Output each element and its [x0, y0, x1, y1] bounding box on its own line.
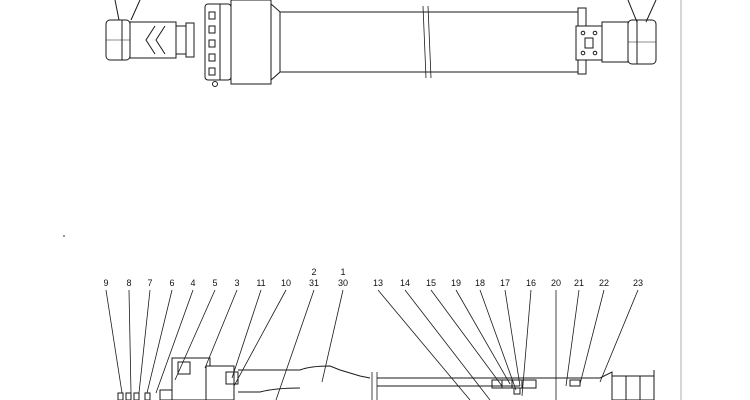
callout-label-19: 19 [451, 278, 461, 288]
callout-leader-7 [138, 289, 151, 394]
callout-leader-13 [377, 289, 471, 400]
callout-label-2: 2 [311, 267, 316, 277]
callout-label-21: 21 [574, 278, 584, 288]
callout-label-7: 7 [147, 278, 152, 288]
callout-label-18: 18 [475, 278, 485, 288]
callout-leader-14 [404, 289, 491, 400]
callout-leader-31 [275, 289, 315, 400]
callout-label-22: 22 [599, 278, 609, 288]
callout-label-11: 11 [256, 278, 265, 288]
right-clevis-end [575, 0, 657, 65]
callout-label-9: 9 [103, 278, 108, 288]
callout-leader-6 [146, 289, 173, 394]
callout-label-10: 10 [281, 278, 291, 288]
callout-label-13: 13 [373, 278, 383, 288]
callout-label-4: 4 [190, 278, 195, 288]
callout-leader-15 [430, 289, 503, 387]
callout-label-30: 30 [338, 278, 348, 288]
callout-leader-11 [231, 289, 262, 379]
callout-label-8: 8 [126, 278, 131, 288]
callout-leader-3 [204, 289, 238, 369]
callout-label-23: 23 [633, 278, 643, 288]
callout-leader-8 [128, 289, 132, 394]
callout-leader-30 [321, 289, 344, 383]
left-clevis-end [105, 0, 195, 61]
cylinder-exterior-view [105, 0, 657, 87]
callout-leader-19 [455, 289, 511, 385]
callout-label-14: 14 [400, 278, 410, 288]
cylinder-barrel [270, 3, 587, 81]
callout-label-5: 5 [212, 278, 217, 288]
callout-label-16: 16 [526, 278, 536, 288]
callout-label-3: 3 [234, 278, 239, 288]
callout-label-1: 1 [340, 267, 345, 277]
callout-leader-5 [174, 289, 216, 381]
callout-leader-22 [579, 289, 605, 385]
callout-leader-23 [599, 289, 639, 383]
stray-mark [63, 235, 65, 237]
callout-leader-18 [479, 289, 517, 391]
callout-label-15: 15 [426, 278, 436, 288]
cylinder-section-view [117, 357, 655, 400]
callout-leader-4 [155, 289, 194, 394]
callout-leader-21 [565, 289, 580, 387]
callout-leader-16 [521, 289, 532, 397]
callout-label-6: 6 [169, 278, 174, 288]
callout-leader-17 [504, 289, 521, 387]
callout-label-20: 20 [551, 278, 561, 288]
callout-label-17: 17 [500, 278, 510, 288]
callout-label-31: 31 [309, 278, 319, 288]
callout-leader-10 [233, 289, 287, 387]
callout-leader-9 [105, 289, 123, 394]
cylinder-head [204, 0, 272, 87]
